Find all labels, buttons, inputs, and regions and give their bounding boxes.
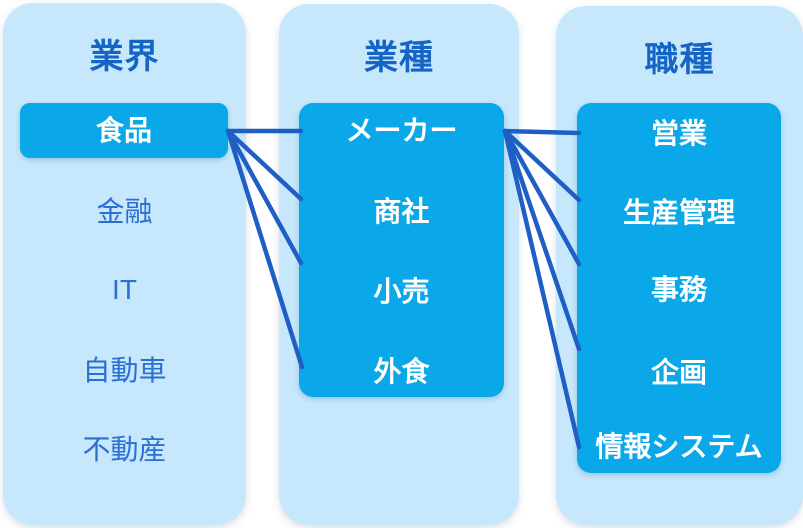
column-header-job-type: 職種 xyxy=(644,41,715,79)
item-industry-automobile: 自動車 xyxy=(82,355,167,386)
item-industry-real-estate: 不動産 xyxy=(82,434,167,465)
item-job-information-systems: 情報システム xyxy=(595,431,763,462)
item-job-planning: 企画 xyxy=(650,357,707,388)
item-job-office-work: 事務 xyxy=(650,274,707,305)
item-industry-it: IT xyxy=(112,274,137,305)
item-industry-finance: 金融 xyxy=(96,196,153,227)
item-job-production-management: 生産管理 xyxy=(622,197,735,228)
item-business-retail: 小売 xyxy=(373,276,430,307)
column-header-business-type: 業種 xyxy=(364,39,434,77)
item-job-sales: 営業 xyxy=(650,118,707,149)
column-industry: 業界 xyxy=(3,3,246,525)
item-industry-food-highlighted: 食品 xyxy=(20,103,228,158)
item-business-restaurant: 外食 xyxy=(373,356,430,387)
item-business-trading: 商社 xyxy=(373,196,430,227)
item-business-maker: メーカー xyxy=(345,115,458,146)
business-type-group-box xyxy=(299,103,504,397)
column-header-industry: 業界 xyxy=(89,38,160,76)
job-type-group-box xyxy=(577,103,781,473)
